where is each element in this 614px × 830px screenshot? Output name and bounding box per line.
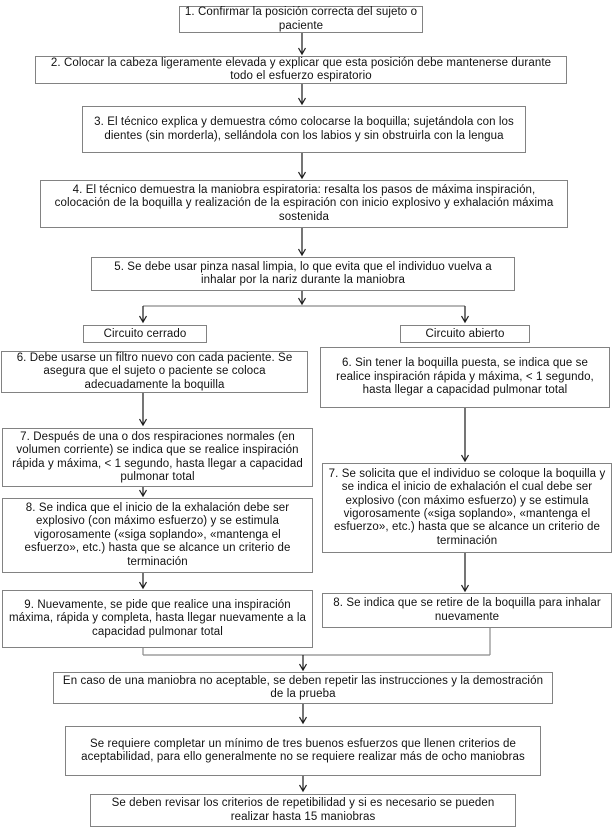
flow-closed-step-8: 8. Se indica que el inicio de la exhalac… bbox=[2, 498, 313, 573]
flow-final-minimum-efforts: Se requiere completar un mínimo de tres … bbox=[65, 726, 541, 776]
branch-label-closed-circuit: Circuito cerrado bbox=[83, 325, 207, 343]
flow-step-5: 5. Se debe usar pinza nasal limpia, lo q… bbox=[91, 257, 515, 291]
flow-final-repeat-instructions: En caso de una maniobra no aceptable, se… bbox=[53, 672, 553, 704]
flow-open-step-8: 8. Se indica que se retire de la boquill… bbox=[322, 593, 612, 628]
flow-closed-step-9: 9. Nuevamente, se pide que realice una i… bbox=[2, 590, 313, 648]
flow-closed-step-7: 7. Después de una o dos respiraciones no… bbox=[2, 428, 313, 487]
branch-label-open-circuit: Circuito abierto bbox=[400, 325, 530, 343]
flow-step-4: 4. El técnico demuestra la maniobra espi… bbox=[40, 180, 568, 228]
flow-step-3: 3. El técnico explica y demuestra cómo c… bbox=[82, 106, 526, 153]
flow-open-step-7: 7. Se solicita que el individuo se coloq… bbox=[322, 463, 612, 553]
flow-final-repeatability-criteria: Se deben revisar los criterios de repeti… bbox=[90, 794, 516, 827]
flow-open-step-6: 6. Sin tener la boquilla puesta, se indi… bbox=[320, 347, 610, 408]
flow-step-1: 1. Confirmar la posición correcta del su… bbox=[179, 6, 423, 33]
flow-step-2: 2. Colocar la cabeza ligeramente elevada… bbox=[35, 56, 567, 84]
flow-closed-step-6: 6. Debe usarse un filtro nuevo con cada … bbox=[1, 351, 308, 393]
